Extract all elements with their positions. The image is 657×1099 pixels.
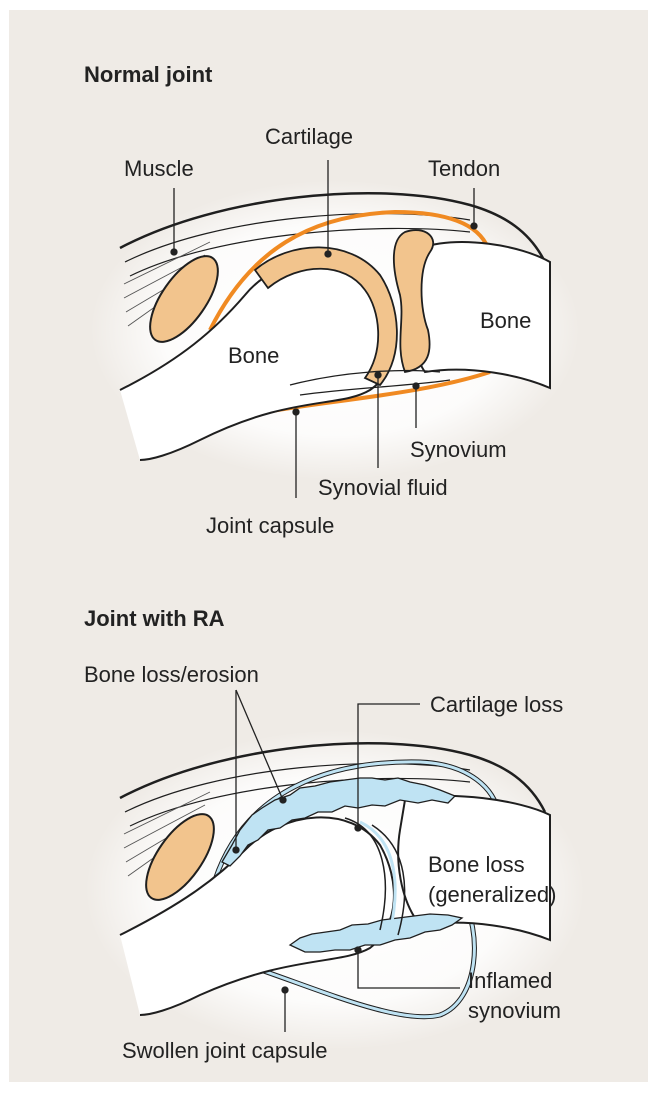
inflamed-dot [355, 947, 361, 953]
capsule-dot [293, 409, 299, 415]
normal-joint-heading: Normal joint [84, 62, 213, 87]
muscle-dot [171, 249, 177, 255]
label-bone-loss-gen-2: (generalized) [428, 882, 556, 907]
label-synovial-fluid: Synovial fluid [318, 475, 448, 500]
label-bone-loss-gen-1: Bone loss [428, 852, 525, 877]
erosion-dot-1 [233, 847, 239, 853]
swollen-capsule-dot [282, 987, 288, 993]
label-tendon: Tendon [428, 156, 500, 181]
label-muscle: Muscle [124, 156, 194, 181]
label-bone-loss-erosion: Bone loss/erosion [84, 662, 259, 687]
cartilage-loss-dot [355, 825, 361, 831]
label-inflamed-1: Inflamed [468, 968, 552, 993]
label-bone-right: Bone [480, 308, 531, 333]
synovial-fluid-dot [375, 372, 381, 378]
label-inflamed-2: synovium [468, 998, 561, 1023]
erosion-dot-2 [280, 797, 286, 803]
label-bone-left: Bone [228, 343, 279, 368]
label-cartilage: Cartilage [265, 124, 353, 149]
normal-joint-panel: Normal joint [84, 62, 580, 538]
label-swollen-capsule: Swollen joint capsule [122, 1038, 327, 1063]
tendon-dot [471, 223, 477, 229]
label-joint-capsule: Joint capsule [206, 513, 334, 538]
cartilage-dot [325, 251, 331, 257]
ra-joint-panel: Joint with RA [84, 606, 585, 1063]
synovium-dot [413, 383, 419, 389]
label-cartilage-loss: Cartilage loss [430, 692, 563, 717]
label-synovium: Synovium [410, 437, 507, 462]
ra-joint-heading: Joint with RA [84, 606, 225, 631]
